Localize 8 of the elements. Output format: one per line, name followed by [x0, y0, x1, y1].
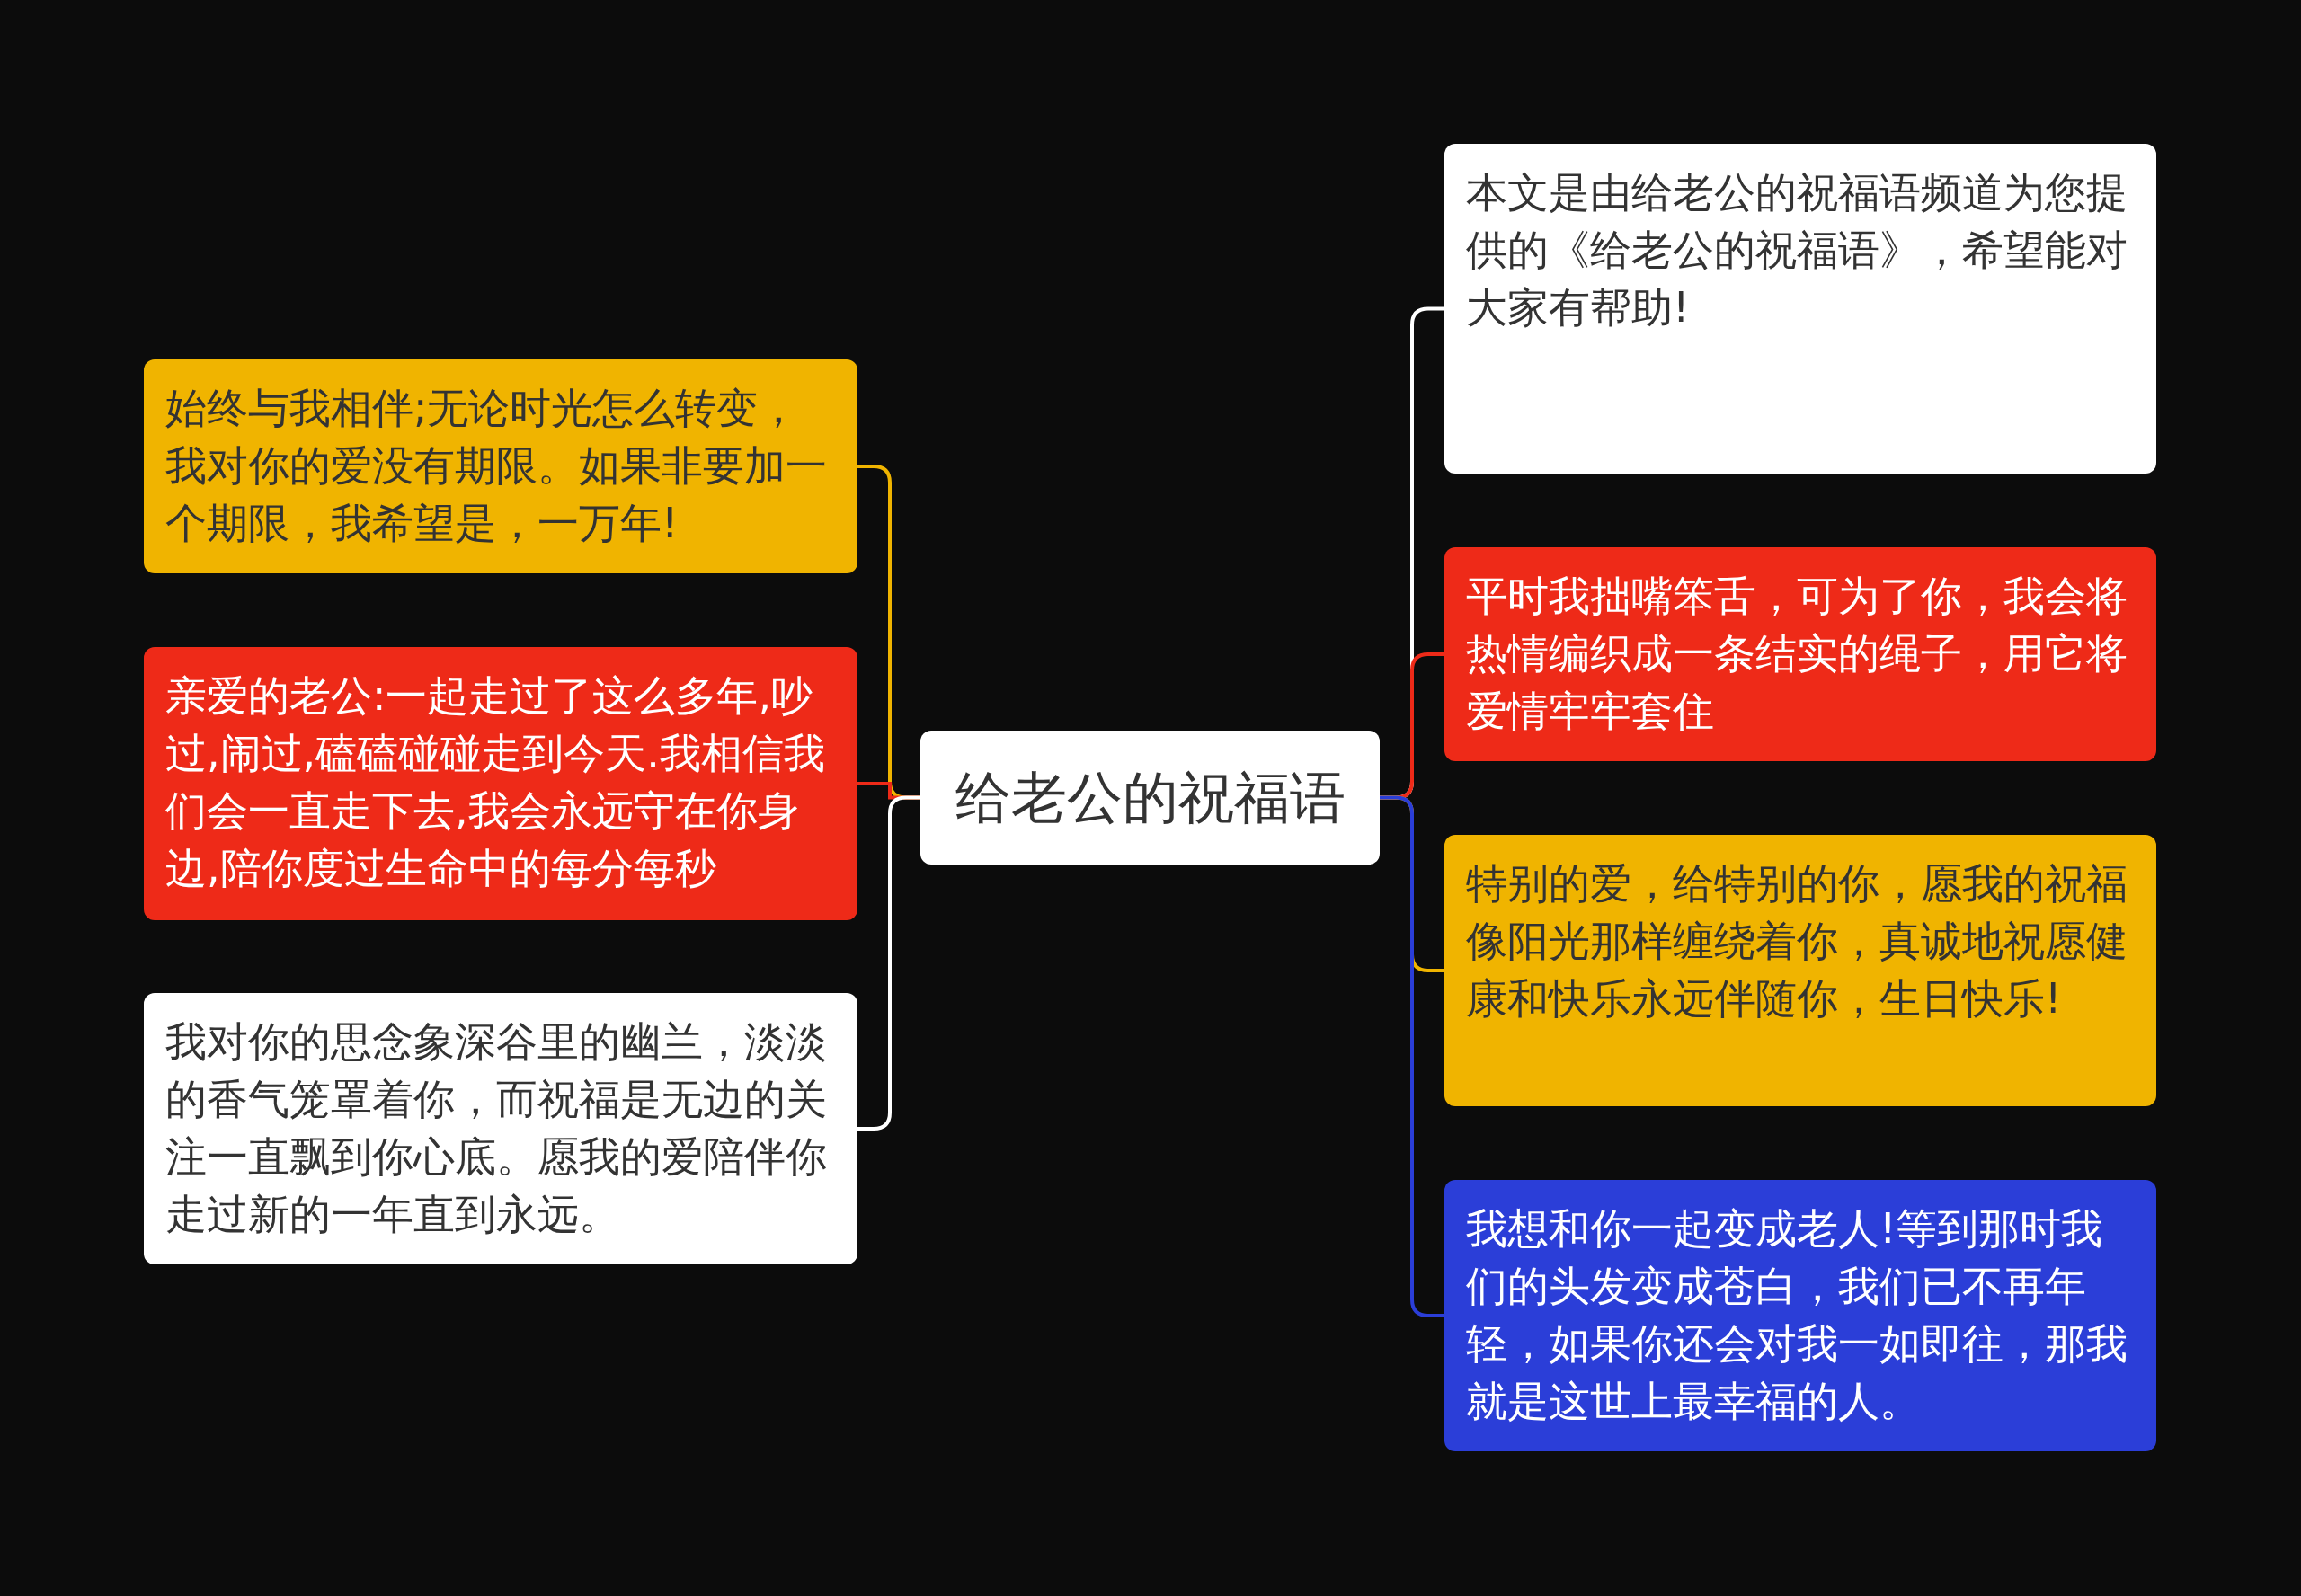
message-box: 平时我拙嘴笨舌，可为了你，我会将热情编织成一条结实的绳子，用它将爱情牢牢套住	[1444, 547, 2156, 761]
message-box: 我对你的思念象深谷里的幽兰，淡淡的香气笼罩着你，而祝福是无边的关注一直飘到你心底。愿我的爱陪伴你走过新的一年直到永远。	[144, 993, 857, 1264]
message-box: 本文是由给老公的祝福语频道为您提供的《给老公的祝福语》，希望能对大家有帮助!	[1444, 144, 2156, 474]
message-box: 亲爱的老公:一起走过了这么多年,吵过,闹过,磕磕碰碰走到今天.我相信我们会一直走下去,我会永远守在你身边,陪你度过生命中的每分每秒	[144, 647, 857, 920]
message-box: 始终与我相伴;无论时光怎么转变，我对你的爱没有期限。如果非要加一个期限，我希望是，一万年!	[144, 359, 857, 573]
message-box: 我想和你一起变成老人!等到那时我们的头发变成苍白，我们已不再年轻，如果你还会对我一如即往，那我就是这世上最幸福的人。	[1444, 1180, 2156, 1451]
message-box: 特别的爱，给特别的你，愿我的祝福像阳光那样缠绕着你，真诚地祝愿健康和快乐永远伴随你，生日快乐!	[1444, 835, 2156, 1106]
topic-box: 给老公的祝福语	[920, 731, 1380, 864]
